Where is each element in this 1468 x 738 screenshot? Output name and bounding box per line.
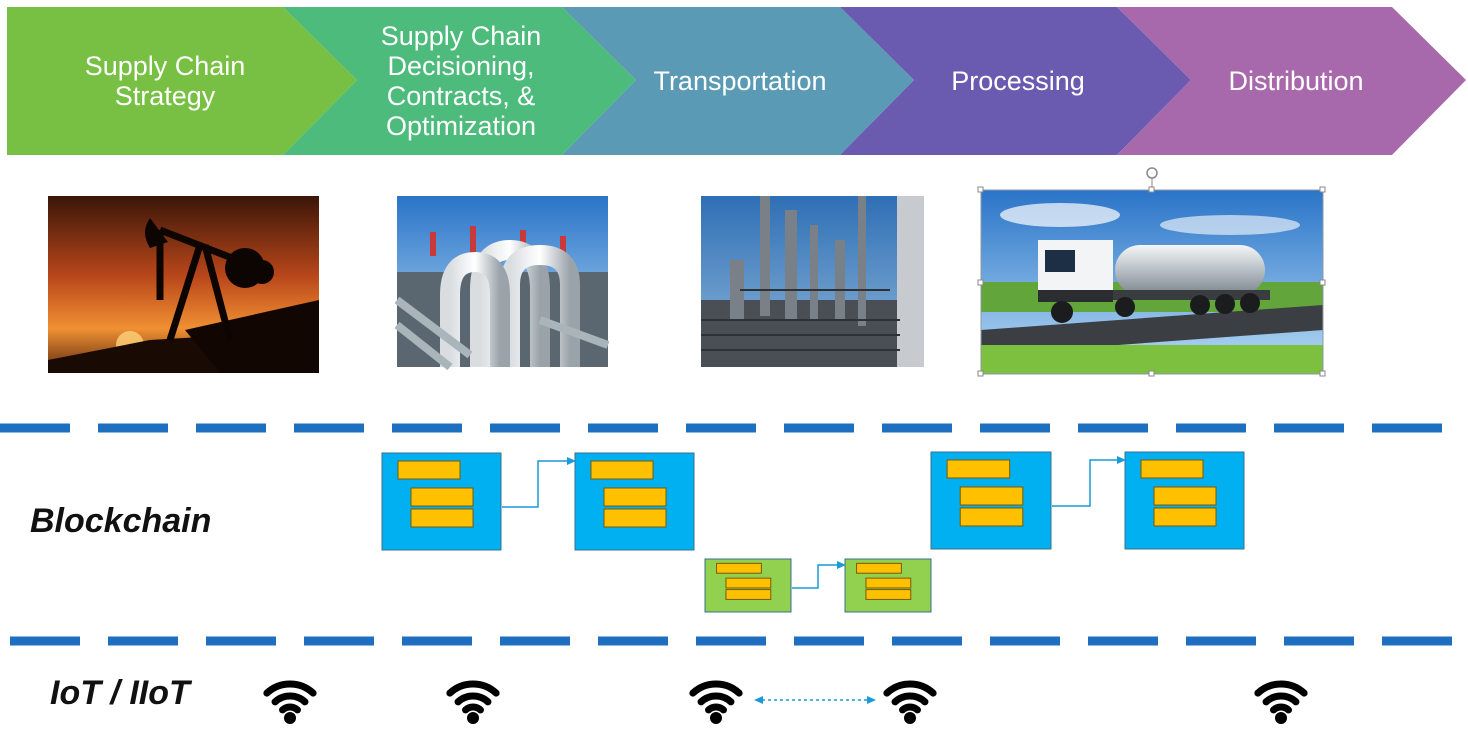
iot-layer-label: IoT / IIoT [50,674,190,712]
link-arrowhead-1 [567,457,576,465]
block-record [725,577,772,589]
link-arrow-1 [502,460,568,508]
refinery-photo [701,196,924,367]
tanker-truck-photo [977,167,1326,377]
blockchain-blocks [381,451,1245,613]
block-4 [1124,451,1245,550]
block-record [946,459,1011,479]
block-record [725,589,772,600]
block-record [1153,507,1217,527]
block-record [397,460,461,480]
oil-pumpjack-photo [48,196,319,373]
stage-label-strategy: Supply Chain Strategy [84,51,246,111]
block-2 [574,452,695,551]
block-record [856,562,902,574]
chevron-stage-3 [562,7,914,155]
stage-label-decisioning: Supply Chain Decisioning, Contracts, & O… [380,21,542,141]
link-arrowhead-2 [837,561,846,569]
block-6 [844,558,932,613]
chevron-stage-4 [840,7,1191,155]
block-record [865,577,912,589]
block-1 [381,452,502,551]
block-record [716,562,762,574]
stage-label-distribution: Distribution [1228,66,1364,96]
blockchain-layer-label: Blockchain [30,502,212,540]
stage-label-transportation: Transportation [653,66,827,96]
block-record [603,487,667,507]
wifi-icon [883,680,937,724]
link-arrowhead-3 [1117,456,1126,464]
wifi-icon [263,680,317,724]
rotate-handle-icon [1146,167,1158,179]
block-record [865,589,912,600]
blockchain-links [502,456,1126,589]
block-record [1153,486,1217,506]
stage-label-processing: Processing [951,66,1085,96]
link-arrow-2 [792,564,838,589]
chevron-stage-2 [283,7,636,155]
wifi-icon [689,680,743,724]
block-record [1140,459,1204,479]
link-arrow-3 [1052,459,1118,507]
block-record [410,487,474,507]
block-record [959,486,1024,506]
block-5 [704,558,792,613]
block-3 [930,451,1052,550]
iot-peer-link [754,696,876,704]
chevron-stage-1 [7,7,357,155]
block-record [590,460,654,480]
iot-devices [263,680,1308,724]
block-record [959,507,1024,527]
wifi-icon [1254,680,1308,724]
wifi-icon [446,680,500,724]
block-record [410,508,474,528]
pipelines-photo [394,196,610,371]
block-record [603,508,667,528]
chevron-stage-5 [1117,7,1466,155]
